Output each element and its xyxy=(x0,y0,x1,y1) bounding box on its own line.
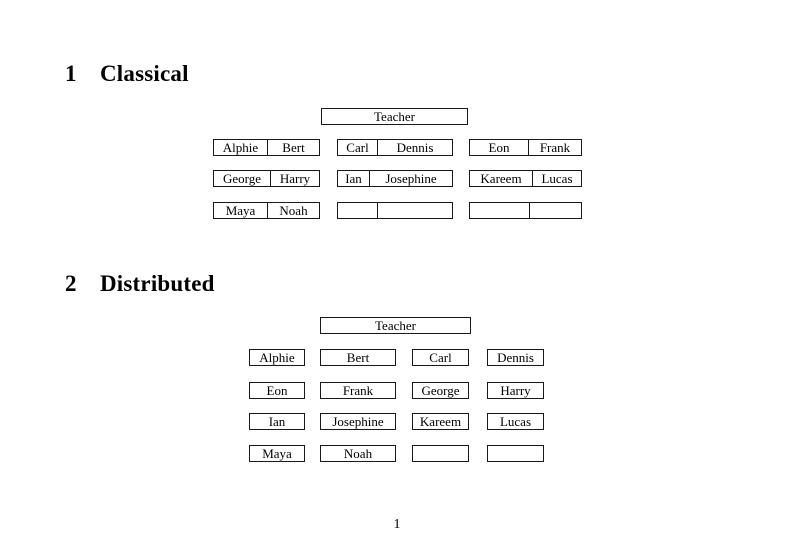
desk-seat: Ian xyxy=(338,171,370,186)
desk-row: Alphie Bert xyxy=(213,139,320,156)
teacher-box: Teacher xyxy=(321,108,468,125)
desk-seat: Harry xyxy=(279,171,311,186)
seat-box: Ian xyxy=(249,413,305,430)
seat-box: Bert xyxy=(320,349,396,366)
seat-box: Maya xyxy=(249,445,305,462)
desk-seat: Kareem xyxy=(470,171,533,186)
desk-seat: Carl xyxy=(338,140,378,155)
seat-box: Alphie xyxy=(249,349,305,366)
desk-seat: Dennis xyxy=(396,140,434,155)
desk-seat-empty xyxy=(530,203,581,218)
section-number: 2 xyxy=(65,271,77,296)
section-heading-distributed: 2 Distributed xyxy=(65,272,215,295)
seat-box: Josephine xyxy=(320,413,396,430)
teacher-box: Teacher xyxy=(320,317,471,334)
seat-box: Dennis xyxy=(487,349,544,366)
desk-seat: Maya xyxy=(214,203,268,218)
desk-seat: Noah xyxy=(279,203,308,218)
desk-seat-empty xyxy=(338,203,378,218)
seat-box: Eon xyxy=(249,382,305,399)
seat-box: Harry xyxy=(487,382,544,399)
desk-seat: George xyxy=(214,171,271,186)
seat-box: Frank xyxy=(320,382,396,399)
desk-row: Carl Dennis xyxy=(337,139,453,156)
seat-box: Lucas xyxy=(487,413,544,430)
section-title: Classical xyxy=(100,61,189,86)
desk-seat: Alphie xyxy=(214,140,268,155)
desk-seat-empty xyxy=(378,203,452,218)
seat-box: Kareem xyxy=(412,413,469,430)
section-heading-classical: 1 Classical xyxy=(65,62,189,85)
seat-box: Carl xyxy=(412,349,469,366)
desk-row-empty xyxy=(469,202,582,219)
seat-box: Noah xyxy=(320,445,396,462)
desk-row: George Harry xyxy=(213,170,320,187)
desk-row-empty xyxy=(337,202,453,219)
seat-box-empty xyxy=(487,445,544,462)
desk-row: Ian Josephine xyxy=(337,170,453,187)
section-title: Distributed xyxy=(100,271,215,296)
desk-row: Maya Noah xyxy=(213,202,320,219)
desk-seat: Josephine xyxy=(385,171,437,186)
desk-seat: Eon xyxy=(470,140,529,155)
desk-seat-empty xyxy=(470,203,530,218)
seat-box: George xyxy=(412,382,469,399)
desk-row: Kareem Lucas xyxy=(469,170,582,187)
desk-row: Eon Frank xyxy=(469,139,582,156)
desk-seat: Frank xyxy=(539,140,571,155)
page-number: 1 xyxy=(393,517,401,532)
section-number: 1 xyxy=(65,61,77,86)
desk-seat: Bert xyxy=(282,140,305,155)
desk-seat: Lucas xyxy=(541,171,573,186)
seat-box-empty xyxy=(412,445,469,462)
